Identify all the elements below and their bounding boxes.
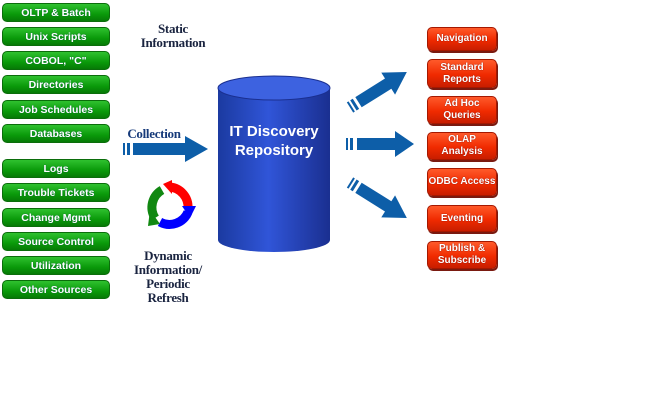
refresh-cycle-icon [147, 180, 196, 229]
source-unix-scripts[interactable]: Unix Scripts [2, 27, 110, 46]
repository-title-line2: Repository [234, 142, 314, 159]
source-cobol-c[interactable]: COBOL, "C" [2, 51, 110, 70]
source-utilization[interactable]: Utilization [2, 256, 110, 275]
source-directories[interactable]: Directories [2, 75, 110, 94]
source-logs[interactable]: Logs [2, 159, 110, 178]
repository-title: IT Discovery Repository [218, 122, 330, 160]
output-ad-hoc-queries[interactable]: Ad Hoc Queries [427, 96, 497, 124]
output-arrow-right [346, 131, 414, 157]
dynamic-information-label: Dynamic Information/ Periodic Refresh [134, 248, 202, 305]
source-source-control[interactable]: Source Control [2, 232, 110, 251]
source-job-schedules[interactable]: Job Schedules [2, 100, 110, 119]
output-eventing[interactable]: Eventing [427, 205, 497, 232]
output-arrow-down [346, 177, 407, 219]
output-olap-analysis[interactable]: OLAP Analysis [427, 132, 497, 160]
output-publish-subscribe[interactable]: Publish & Subscribe [427, 241, 497, 269]
repository-cylinder [217, 75, 331, 252]
source-trouble-tickets[interactable]: Trouble Tickets [2, 183, 110, 202]
collection-label: Collection [127, 126, 181, 141]
output-navigation[interactable]: Navigation [427, 27, 497, 51]
static-information-label: Static Information [140, 21, 206, 50]
repository-title-line1: IT Discovery [229, 123, 319, 140]
output-standard-reports[interactable]: Standard Reports [427, 59, 497, 88]
source-other-sources[interactable]: Other Sources [2, 280, 110, 299]
collection-arrow [123, 136, 208, 162]
output-odbc-access[interactable]: ODBC Access [427, 168, 497, 196]
source-change-mgmt[interactable]: Change Mgmt [2, 208, 110, 227]
source-oltp-batch[interactable]: OLTP & Batch [2, 3, 110, 22]
source-databases[interactable]: Databases [2, 124, 110, 143]
output-arrow-up [346, 71, 407, 113]
